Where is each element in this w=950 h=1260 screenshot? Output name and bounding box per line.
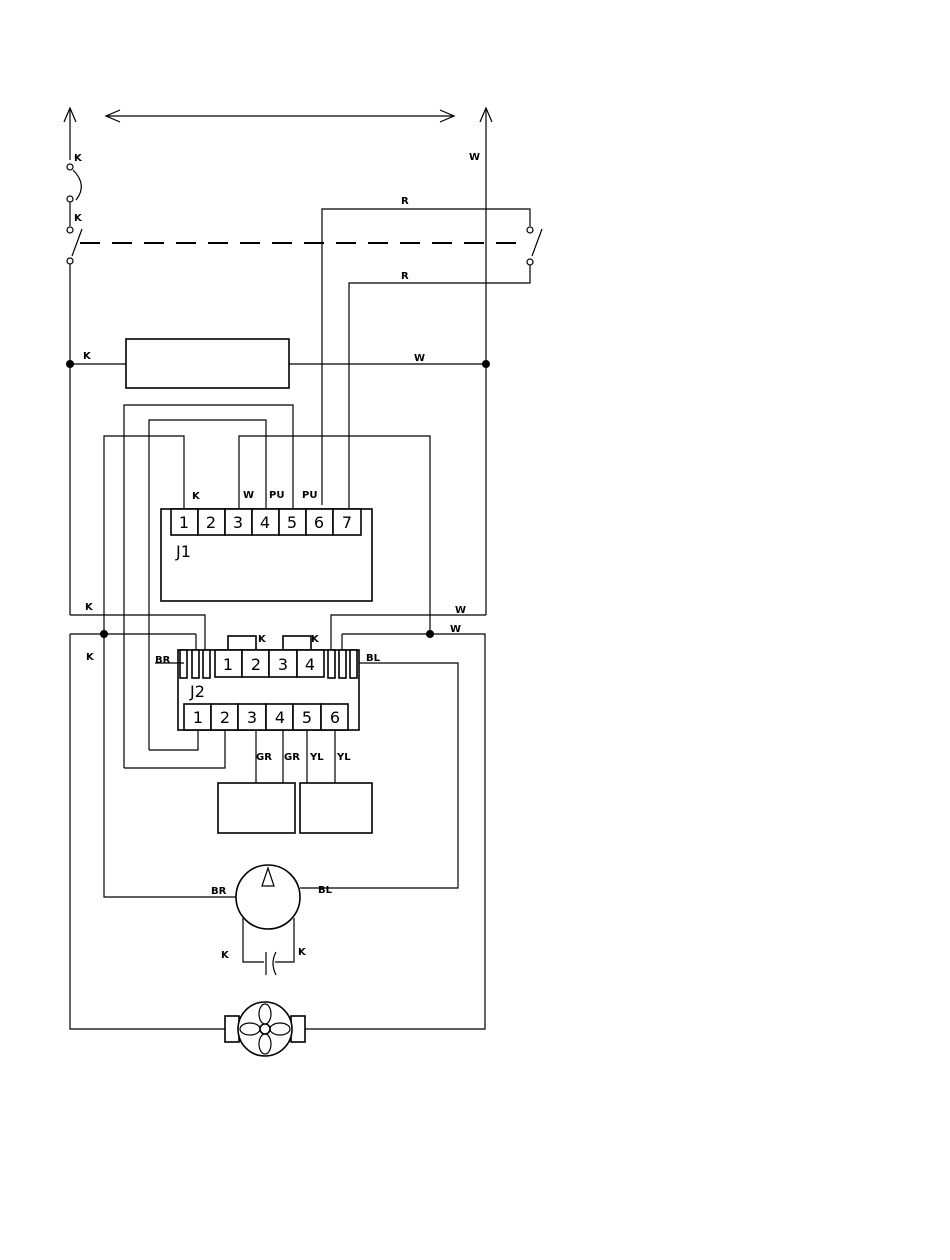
junction-dot (66, 360, 74, 368)
wire-label: W (455, 605, 466, 616)
j1-pin-2: 2 (206, 513, 216, 532)
j1-pin-3: 3 (233, 513, 243, 532)
wire-label: K (74, 153, 83, 164)
wire-label: W (450, 624, 461, 635)
module-box-left (218, 783, 295, 833)
j2-top-pin-1: 1 (223, 655, 233, 674)
transformer-box (126, 339, 289, 388)
supply-switch-right (322, 209, 542, 508)
wire-label: PU (302, 490, 317, 501)
j1-pin-6: 6 (314, 513, 324, 532)
wire-label: PU (269, 490, 284, 501)
j1-pin-7: 7 (342, 513, 352, 532)
wire-label: W (414, 353, 425, 364)
wire-label: BL (318, 885, 333, 896)
j2-label: J2 (189, 682, 205, 701)
blower-motor (236, 865, 300, 929)
j2-top-pins: 1 2 3 4 (215, 650, 324, 677)
wire-label: BR (211, 886, 227, 897)
wire-label: BR (155, 655, 171, 666)
j2-bottom-pin-3: 3 (247, 708, 257, 727)
j1-label: J1 (175, 542, 191, 561)
j1-pin-1: 1 (179, 513, 189, 532)
wire-label: W (469, 152, 480, 163)
j2-bottom-pins: 1 2 3 4 5 6 (184, 704, 348, 730)
fan-motor (225, 1002, 305, 1056)
j2-top-pin-4: 4 (305, 655, 315, 674)
j2-bottom-pin-5: 5 (302, 708, 312, 727)
wire-label: K (85, 602, 94, 613)
wire-label: K (298, 947, 307, 958)
j1-pin-5: 5 (287, 513, 297, 532)
wire-label: K (311, 634, 320, 645)
wire-label: K (221, 950, 230, 961)
wire-label: R (401, 196, 409, 207)
j2-bottom-pin-6: 6 (330, 708, 340, 727)
j2-jumpers (228, 636, 311, 650)
wire-label: GR (284, 752, 300, 763)
wire-label: R (401, 271, 409, 282)
wire-label: K (258, 634, 267, 645)
j1-pin-4: 4 (260, 513, 270, 532)
j2-top-pin-2: 2 (251, 655, 261, 674)
wire-label: GR (256, 752, 272, 763)
supply-switch-left (67, 164, 82, 615)
wire-label: YL (336, 752, 351, 763)
j2-bottom-pin-2: 2 (220, 708, 230, 727)
j1-connector-pins: 1 2 3 4 5 6 7 (171, 509, 361, 535)
wire-label: YL (309, 752, 324, 763)
wire-label: K (74, 213, 83, 224)
j2-bottom-pin-1: 1 (193, 708, 203, 727)
wire-label: W (243, 490, 254, 501)
wire-label: K (86, 652, 95, 663)
wire-label: K (192, 491, 201, 502)
wire-label: BL (366, 653, 381, 664)
j2-bottom-pin-4: 4 (275, 708, 285, 727)
module-box-right (300, 783, 372, 833)
wire-label: K (83, 351, 92, 362)
j2-top-pin-3: 3 (278, 655, 288, 674)
capacitor (266, 952, 276, 975)
junction-dot (482, 360, 490, 368)
